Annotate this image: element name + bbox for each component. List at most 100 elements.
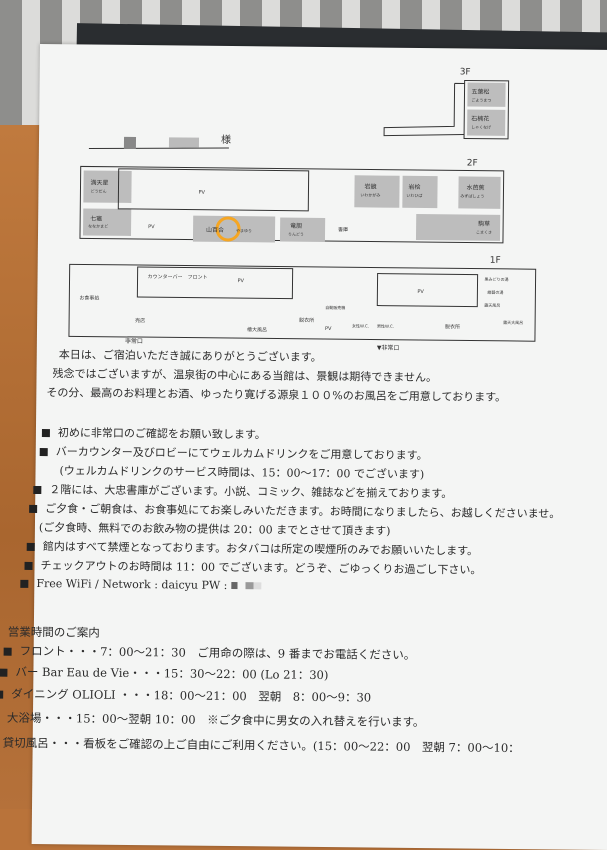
bullet-square: [26, 542, 35, 551]
floor-label-1f: 1F: [490, 256, 501, 266]
svg-text:岩鏡: 岩鏡: [364, 182, 376, 190]
svg-text:みずばしょう: みずばしょう: [460, 192, 484, 198]
svg-text:書庫: 書庫: [338, 226, 348, 233]
room-yamayuri: [192, 215, 276, 243]
room-nanakamado: [82, 208, 132, 236]
svg-text:どうだん: どうだん: [90, 188, 106, 194]
svg-text:檜大風呂: 檜大風呂: [247, 326, 267, 333]
note-text: 館内はすべて禁煙となっております。おタバコは所定の喫煙所のみでお願いいたします。: [42, 540, 479, 558]
note-item: バーカウンター及びロビーにてウェルカムドリンクをご用意しております。: [39, 443, 428, 463]
redacted-name: [168, 137, 200, 148]
bullet-square: [0, 690, 4, 699]
svg-text:紺碧の湯: 紺碧の湯: [487, 289, 503, 295]
room-mizubasho: [458, 176, 501, 209]
hours-item: 大浴場・・・15：00～翌朝 10：00 ※ご夕食中に男女の入れ替えを行います。: [0, 710, 425, 731]
floor-label-3f: 3F: [460, 67, 471, 77]
room-goyomatsu: [467, 82, 506, 107]
svg-text:PV: PV: [198, 190, 205, 196]
svg-text:女性W.C.: 女性W.C.: [352, 322, 369, 328]
note-text: (ご夕食時、無料でのお飲み物の提供は 20：00 までとさせて頂きます): [38, 521, 391, 538]
bullet-square: [24, 561, 33, 570]
highlight-circle: [215, 216, 241, 242]
note-text: (ウェルカムドリンクのサービス時間は、15：00～17：00 でございます): [59, 464, 425, 482]
svg-text:PV: PV: [148, 224, 155, 230]
room-iwahiba: [402, 175, 438, 209]
svg-text:露天大風呂: 露天大風呂: [503, 319, 523, 325]
note-text: ２階には、大忠書庫がございます。小説、コミック、雑誌などを揃えております。: [49, 483, 453, 501]
bullet-square: [0, 668, 8, 677]
svg-text:五葉松: 五葉松: [471, 88, 489, 96]
bullet-square: [29, 504, 38, 513]
svg-text:PV: PV: [237, 278, 244, 284]
guide-sheet: 様 3F 五葉松 ごようまつ 石楠花 しゃくなげ 2F 満天星どうだん 七竈なな…: [0, 44, 607, 850]
svg-text:石楠花: 石楠花: [471, 115, 489, 123]
note-text: ご夕食・ご朝食は、お食事処にてお楽しみいただきます。お時間になりましたら、お越し…: [45, 502, 561, 521]
svg-text:りんどう: りんどう: [288, 231, 304, 237]
svg-text:男性W.C.: 男性W.C.: [377, 323, 394, 329]
emergency-exit-label: 非常口: [125, 337, 143, 345]
note-item: Free WiFi / Network : daicyu PW :: [20, 577, 261, 593]
room-iwakagami: [354, 175, 400, 208]
note-item: ご夕食・ご朝食は、お食事処にてお楽しみいただきます。お時間になりましたら、お越し…: [29, 500, 560, 522]
svg-text:お食事処: お食事処: [79, 294, 99, 301]
svg-text:駒草: 駒草: [478, 220, 490, 228]
hours-item: フロント・・・7：00～21：30 ご用命の際は、9 番までお電話ください。: [3, 643, 416, 663]
redacted-name: [123, 136, 137, 150]
room-shakunage: [467, 109, 506, 136]
guest-name-line: [88, 147, 229, 150]
svg-text:やまゆり: やまゆり: [236, 227, 252, 233]
intro-line: 本日は、ご宿泊いただき誠にありがとうございます。: [58, 348, 322, 364]
hours-text: 大浴場・・・15：00～翌朝 10：00 ※ご夕食中に男女の入れ替えを行います。: [6, 710, 425, 730]
svg-text:脱衣所: 脱衣所: [445, 323, 460, 330]
hours-item: ダイニング OLIOLI ・・・18：00～21：00 翌朝 8：00～9：30: [0, 686, 371, 706]
svg-text:岩桧: 岩桧: [408, 183, 420, 191]
svg-text:満天星: 満天星: [91, 179, 109, 187]
guest-honorific: 様: [221, 133, 231, 146]
room-dodan: [83, 170, 132, 203]
bullet-square: [41, 429, 50, 438]
svg-text:売店: 売店: [135, 317, 145, 324]
svg-text:いわひば: いわひば: [406, 192, 422, 198]
bullet-square: [3, 647, 12, 656]
svg-text:水芭蕉: 水芭蕉: [466, 183, 484, 191]
svg-text:竜胆: 竜胆: [290, 222, 302, 230]
hours-title: 営業時間のご案内: [7, 624, 100, 640]
svg-text:露天風呂: 露天風呂: [484, 303, 500, 308]
svg-text:黒みどりの湯: 黒みどりの湯: [485, 276, 509, 282]
svg-text:カウンターバー: カウンターバー: [148, 273, 183, 280]
note-item: 館内はすべて禁煙となっております。おタバコは所定の喫煙所のみでお願いいたします。: [26, 538, 479, 559]
note-item: (ウェルカムドリンクのサービス時間は、15：00～17：00 でございます): [59, 462, 424, 482]
note-text: Free WiFi / Network : daicyu PW :: [36, 576, 232, 593]
svg-text:七竈: 七竈: [90, 215, 102, 223]
floor-label-2f: 2F: [467, 158, 478, 168]
svg-text:自動販売機: 自動販売機: [325, 304, 345, 310]
note-item: チェックアウトのお時間は 11：00 でございます。どうぞ、ごゆっくりお過ごし下…: [24, 557, 481, 578]
note-text: バーカウンター及びロビーにてウェルカムドリンクをご用意しております。: [55, 445, 428, 463]
svg-text:山百合: 山百合: [206, 226, 224, 234]
hours-item: バー Bar Eau de Vie・・・15：30～22：00 (Lo 21：3…: [0, 664, 328, 683]
floor-1f: [68, 263, 537, 342]
bullet-square: [20, 579, 29, 588]
hours-text: バー Bar Eau de Vie・・・15：30～22：00 (Lo 21：3…: [15, 664, 329, 683]
bullet-square: [39, 448, 48, 457]
intro-line: 残念ではございますが、温泉街の中心にある当館は、景観は期待できません。: [52, 367, 438, 385]
hours-text: ダイニング OLIOLI ・・・18：00～21：00 翌朝 8：00～9：30: [11, 686, 372, 705]
note-item: ２階には、大忠書庫がございます。小説、コミック、雑誌などを揃えております。: [33, 481, 452, 501]
note-item: (ご夕食時、無料でのお飲み物の提供は 20：00 までとさせて頂きます): [39, 519, 391, 539]
svg-text:脱衣所: 脱衣所: [299, 317, 314, 324]
room-komakusa: [415, 213, 501, 241]
svg-text:PV: PV: [417, 289, 424, 295]
room-rindo: [279, 217, 326, 242]
svg-text:ごようまつ: ごようまつ: [471, 97, 491, 103]
note-item: 初めに非常口のご確認をお願い致します。: [41, 424, 266, 442]
hours-text: フロント・・・7：00～21：30 ご用命の際は、9 番までお電話ください。: [19, 643, 416, 662]
intro-line: その分、最高のお料理とお酒、ゆったり寛げる源泉１００%のお風呂をご用意しておりま…: [46, 386, 507, 404]
emergency-exit-label: ▼非常口: [377, 344, 400, 352]
redacted-password: [230, 582, 261, 590]
svg-text:ななかまど: ななかまど: [88, 223, 108, 229]
svg-text:いわかがみ: いわかがみ: [360, 191, 380, 197]
svg-text:PV: PV: [325, 326, 332, 332]
svg-text:フロント: フロント: [188, 275, 208, 281]
bullet-square: [33, 485, 42, 495]
